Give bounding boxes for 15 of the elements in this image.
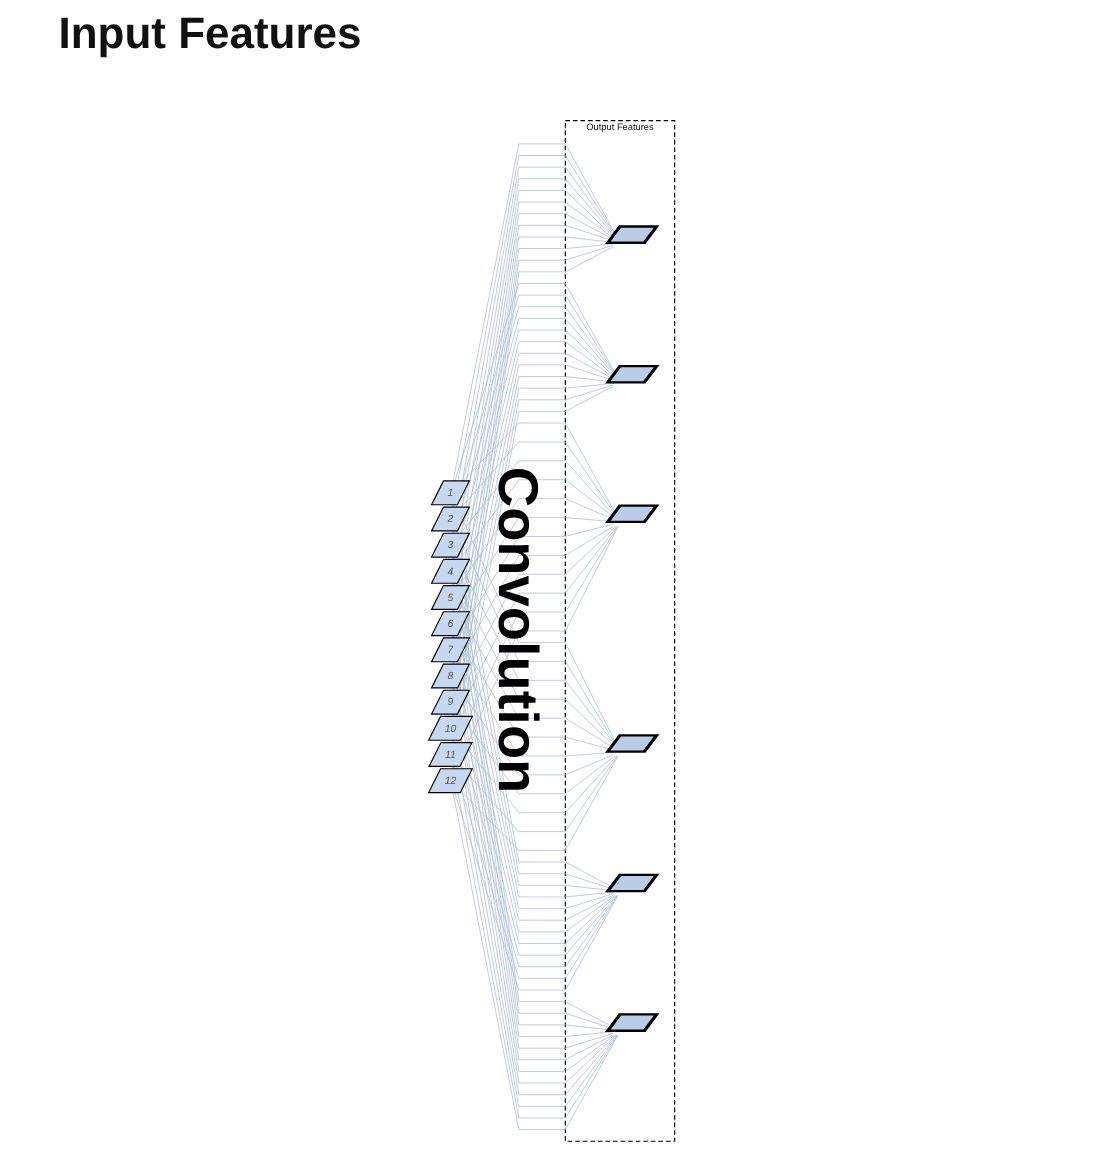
node-parallelogram [605, 873, 660, 893]
node-parallelogram [605, 733, 660, 754]
column-heading: Input Features [56, 8, 364, 60]
node-parallelogram [605, 1013, 660, 1033]
connector [454, 283, 619, 482]
node-parallelogram [605, 504, 660, 524]
node-parallelogram [605, 225, 660, 245]
cluster [565, 120, 676, 1142]
connector [461, 755, 619, 851]
connector [457, 523, 614, 639]
connector [460, 460, 618, 534]
layer-label: Convolution [486, 467, 550, 795]
connector [457, 525, 615, 665]
connector [454, 792, 619, 991]
node-parallelogram [605, 364, 660, 384]
